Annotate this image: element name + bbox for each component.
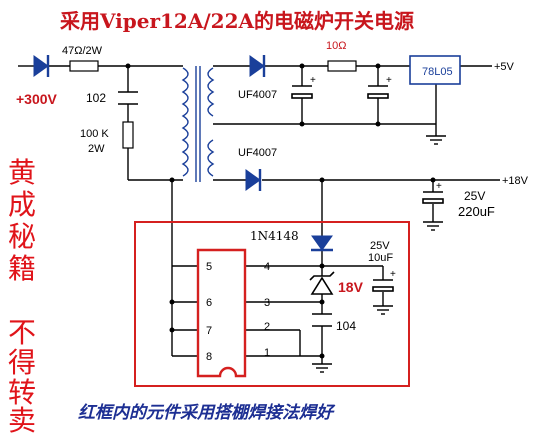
plus-sign: +	[386, 75, 392, 86]
regulator-label: 78L05	[422, 66, 453, 78]
pin-1: 1	[264, 347, 270, 359]
label-diode-1n4148: 1N4148	[250, 229, 299, 243]
label-out-5v: +5V	[494, 61, 515, 73]
capacitor-104	[312, 313, 332, 327]
junctions	[125, 63, 436, 359]
label-cap-10u-value: 10uF	[368, 252, 393, 264]
label-resistor-100k: 100 K	[80, 128, 109, 140]
label-resistor-in: 47Ω/2W	[62, 45, 103, 57]
side-char: 成	[8, 188, 36, 221]
resistor-100k	[122, 121, 134, 149]
pin-8: 8	[206, 351, 212, 363]
wires	[18, 65, 500, 364]
title: 采用Viper12A/22A的电磁炉开关电源	[60, 9, 414, 33]
capacitor-5v-right	[367, 85, 389, 99]
footer-note: 红框内的元件采用搭棚焊接法焊好	[78, 403, 336, 423]
diode-uf4007-top	[249, 55, 266, 77]
ground-10uf	[373, 305, 393, 315]
capacitor-10uf	[372, 279, 394, 292]
diode-uf4007-mid	[245, 169, 262, 191]
side-text-bottom: 不 得 转 卖	[8, 316, 36, 433]
label-cap-220-voltage: 25V	[464, 189, 485, 203]
side-char: 籍	[8, 252, 36, 285]
side-char: 转	[8, 376, 36, 409]
input-diode	[33, 55, 50, 77]
capacitor-102	[118, 91, 138, 105]
label-resistor-10: 10Ω	[326, 40, 346, 52]
pin-5: 5	[206, 261, 212, 273]
label-diode-top: UF4007	[238, 89, 277, 101]
pin-7: 7	[206, 325, 212, 337]
diode-1n4148	[311, 235, 333, 252]
label-out-18v: +18V	[502, 175, 529, 187]
ground-220uf	[423, 221, 443, 231]
side-char: 秘	[8, 220, 36, 253]
label-cap-104: 104	[336, 319, 356, 333]
side-char: 黄	[8, 156, 36, 189]
resistor-47ohm	[69, 60, 99, 72]
plus-sign: +	[310, 75, 316, 86]
plus-sign: +	[436, 181, 442, 192]
label-cap-102: 102	[86, 91, 106, 105]
ic-viper	[196, 248, 247, 378]
regulator-78l05	[409, 55, 461, 85]
ground-bottom	[312, 363, 332, 373]
pin-4: 4	[264, 261, 270, 273]
transformer	[181, 66, 215, 182]
side-char: 卖	[8, 404, 36, 433]
ground-top	[426, 135, 446, 145]
label-resistor-100k-power: 2W	[88, 143, 105, 155]
side-char: 不	[8, 316, 36, 349]
red-box	[134, 221, 410, 387]
plus-sign: +	[390, 269, 396, 280]
label-diode-mid: UF4007	[238, 147, 277, 159]
label-zener: 18V	[338, 279, 364, 295]
pin-2: 2	[264, 321, 270, 333]
side-char: 得	[8, 346, 36, 379]
label-input-voltage: +300V	[16, 91, 58, 107]
side-text-top: 黄 成 秘 籍	[8, 156, 36, 285]
capacitor-220uf	[422, 191, 444, 204]
label-cap-10u-voltage: 25V	[370, 240, 390, 252]
pin-6: 6	[206, 297, 212, 309]
zener-18v	[309, 271, 335, 295]
label-cap-220-value: 220uF	[458, 204, 495, 219]
capacitor-5v-left	[291, 85, 313, 99]
pin-3: 3	[264, 297, 270, 309]
resistor-10ohm	[327, 60, 357, 72]
